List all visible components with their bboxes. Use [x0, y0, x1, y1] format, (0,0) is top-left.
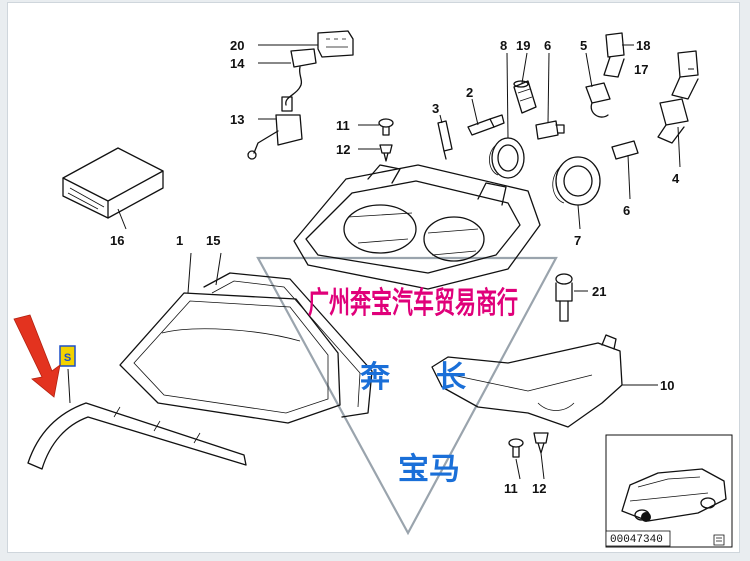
- callout-21: 21: [592, 284, 606, 299]
- callout-7: 7: [574, 233, 581, 248]
- part-21-adjuster: [555, 273, 573, 322]
- callout-12-top: 12: [336, 142, 350, 157]
- callout-3: 3: [432, 101, 439, 116]
- callout-11-top: 11: [336, 118, 350, 133]
- part-19-cylinder: [513, 80, 537, 114]
- callout-17: 17: [634, 62, 648, 77]
- callout-labels: 20 14 13 11 12 3 2 8 19 6 5 18 17 4 6 7 …: [110, 38, 680, 496]
- callout-2: 2: [466, 85, 473, 100]
- part-4-socket: [657, 98, 689, 144]
- callout-16: 16: [110, 233, 124, 248]
- part-3-bulb: [437, 120, 453, 160]
- parts-diagram-sheet: 20 14 13 11 12 3 2 8 19 6 5 18 17 4 6 7 …: [7, 2, 740, 553]
- callout-18: 18: [636, 38, 650, 53]
- part-8-cap: [489, 137, 525, 179]
- callout-14: 14: [230, 56, 245, 71]
- car-location-icon: [621, 468, 727, 522]
- callout-15: 15: [206, 233, 220, 248]
- part-12-clip-bottom: [533, 432, 549, 454]
- callout-10: 10: [660, 378, 674, 393]
- reference-number: 00047340: [610, 534, 663, 546]
- part-14-connector: [281, 48, 317, 112]
- part-2-bulb: [467, 114, 505, 136]
- part-18-connector: [603, 32, 625, 78]
- watermark: 广州奔宝汽车贸易商行 奔 长 宝马: [308, 286, 518, 487]
- callout-11-bottom: 11: [504, 481, 518, 496]
- part-11-screw-bottom: [508, 438, 524, 458]
- headlight-housing: [293, 164, 541, 290]
- yellow-label-badge: S: [59, 345, 76, 367]
- callout-13: 13: [230, 112, 244, 127]
- watermark-char-1: 奔: [360, 360, 391, 395]
- part-12-clip-top: [379, 144, 393, 162]
- callout-6-right: 6: [623, 203, 630, 218]
- part-1-lens: [119, 292, 341, 424]
- watermark-char-2: 长: [436, 360, 466, 395]
- part-6-bulb-right: [611, 140, 639, 160]
- part-13-bulb: [247, 114, 303, 160]
- callout-8: 8: [500, 38, 507, 53]
- part-16-box: [62, 147, 164, 219]
- callout-6-top: 6: [544, 38, 551, 53]
- car-location-inset: 00047340: [605, 434, 733, 548]
- part-17-connector: [671, 50, 699, 100]
- headlight-parts-diagram: 20 14 13 11 12 3 2 8 19 6 5 18 17 4 6 7 …: [13, 30, 733, 548]
- trim-strip: [27, 402, 247, 470]
- part-10-bracket: [431, 334, 623, 428]
- part-15-seal: [203, 272, 373, 418]
- badge-label: S: [64, 352, 71, 364]
- watermark-line-3: 宝马: [398, 452, 460, 487]
- callout-19: 19: [516, 38, 530, 53]
- callout-20: 20: [230, 38, 244, 53]
- page-corner-icon: [713, 534, 725, 546]
- watermark-triangle: [256, 256, 558, 536]
- callout-4: 4: [672, 171, 680, 186]
- part-5-socket: [585, 82, 611, 118]
- red-arrow-icon: [13, 314, 61, 398]
- callout-5: 5: [580, 38, 587, 53]
- part-20-connector: [317, 30, 354, 58]
- part-11-screw-top: [378, 118, 394, 136]
- part-7-cap: [552, 156, 601, 206]
- watermark-line-1: 广州奔宝汽车贸易商行: [308, 286, 518, 321]
- leader-lines: [67, 44, 694, 480]
- part-6-socket-top: [535, 120, 565, 140]
- callout-1: 1: [176, 233, 183, 248]
- callout-12-bottom: 12: [532, 481, 546, 496]
